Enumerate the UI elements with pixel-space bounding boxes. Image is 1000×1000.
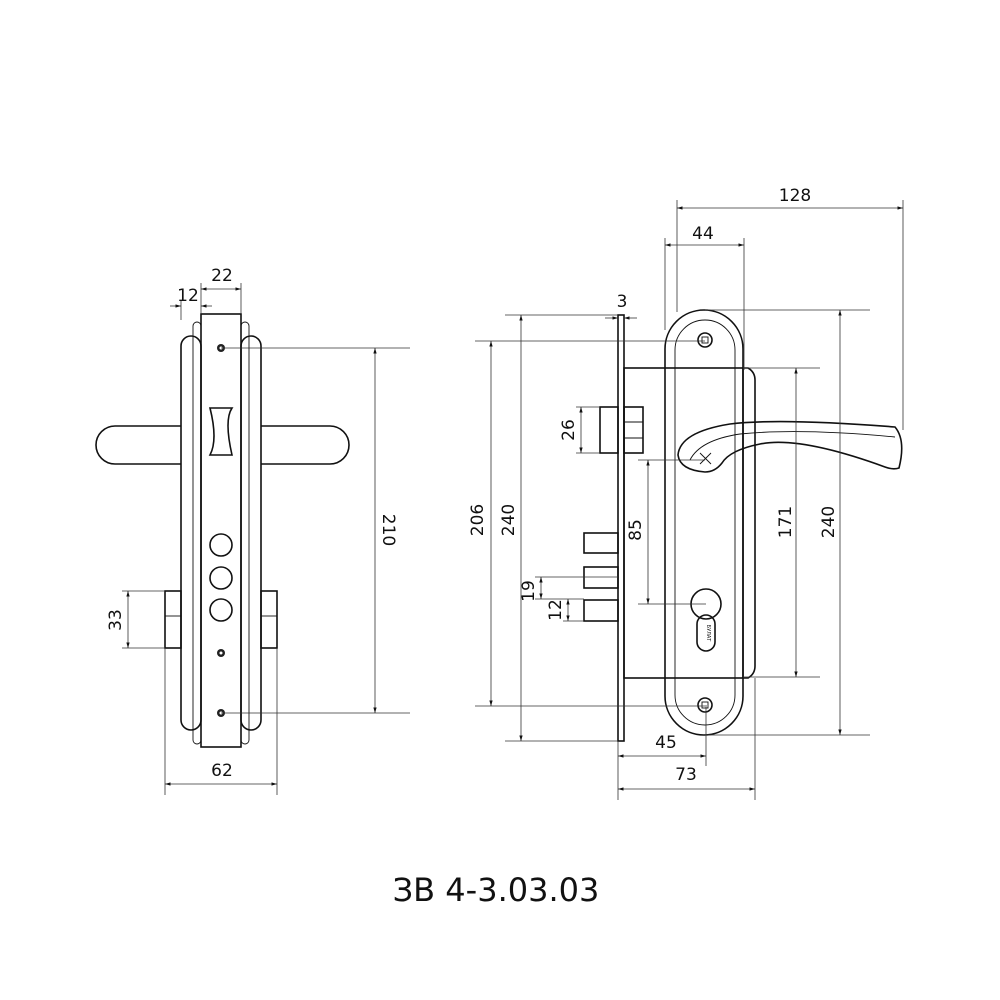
dim-handle-length: 128 — [779, 186, 811, 206]
latch-bolt — [599, 406, 619, 454]
dim-body-depth: 73 — [675, 765, 697, 785]
dim-center-distance: 85 — [626, 519, 646, 541]
lever-handle — [677, 420, 903, 473]
cylinder-hole — [209, 598, 233, 622]
screw-icon — [217, 649, 225, 657]
dim-backset: 45 — [655, 733, 677, 753]
spindle-slot — [208, 407, 234, 456]
cylinder-hole — [209, 533, 233, 557]
dim-faceplate-thickness: 3 — [617, 292, 628, 312]
escutcheon — [664, 309, 744, 736]
dim-overall-width: 62 — [211, 761, 233, 781]
dim-faceplate-screw-spacing: 206 — [468, 504, 488, 536]
dim-faceplate-width: 22 — [211, 266, 233, 286]
screw-icon — [697, 332, 713, 348]
dead-bolt — [583, 566, 619, 589]
left-handle — [95, 425, 181, 465]
front-view: БУЛАТ 128 44 3 206 240 26 85 19 12 171 2 — [468, 186, 904, 800]
dim-escutcheon-height: 240 — [819, 506, 839, 538]
spindle-mark-icon — [699, 452, 712, 465]
cylinder-hole — [209, 566, 233, 590]
faceplate — [200, 313, 242, 748]
dim-faceplate-height: 240 — [499, 504, 519, 536]
model-title: ЗВ 4-3.03.03 — [393, 871, 600, 909]
dim-offset: 12 — [177, 286, 199, 306]
dim-escutcheon-screw-spacing: 171 — [776, 506, 796, 538]
dim-bolt-spacing: 19 — [519, 580, 539, 602]
left-escutcheon — [180, 335, 202, 731]
dim-bolt-height: 12 — [546, 599, 566, 621]
dead-bolt — [583, 532, 619, 554]
right-escutcheon — [240, 335, 262, 731]
dim-block-height: 33 — [106, 609, 126, 631]
dead-bolt — [583, 599, 619, 622]
dim-latch-height: 26 — [559, 419, 579, 441]
right-handle — [261, 425, 350, 465]
screw-icon — [697, 697, 713, 713]
dim-escutcheon-width: 44 — [692, 224, 714, 244]
front-faceplate — [617, 314, 625, 742]
dim-screw-spacing: 210 — [378, 514, 398, 546]
cylinder-keyhole: БУЛАТ — [690, 588, 722, 652]
side-view: 22 12 210 33 62 — [95, 266, 410, 795]
cylinder-brand: БУЛАТ — [705, 625, 711, 643]
back-plate — [743, 367, 756, 679]
